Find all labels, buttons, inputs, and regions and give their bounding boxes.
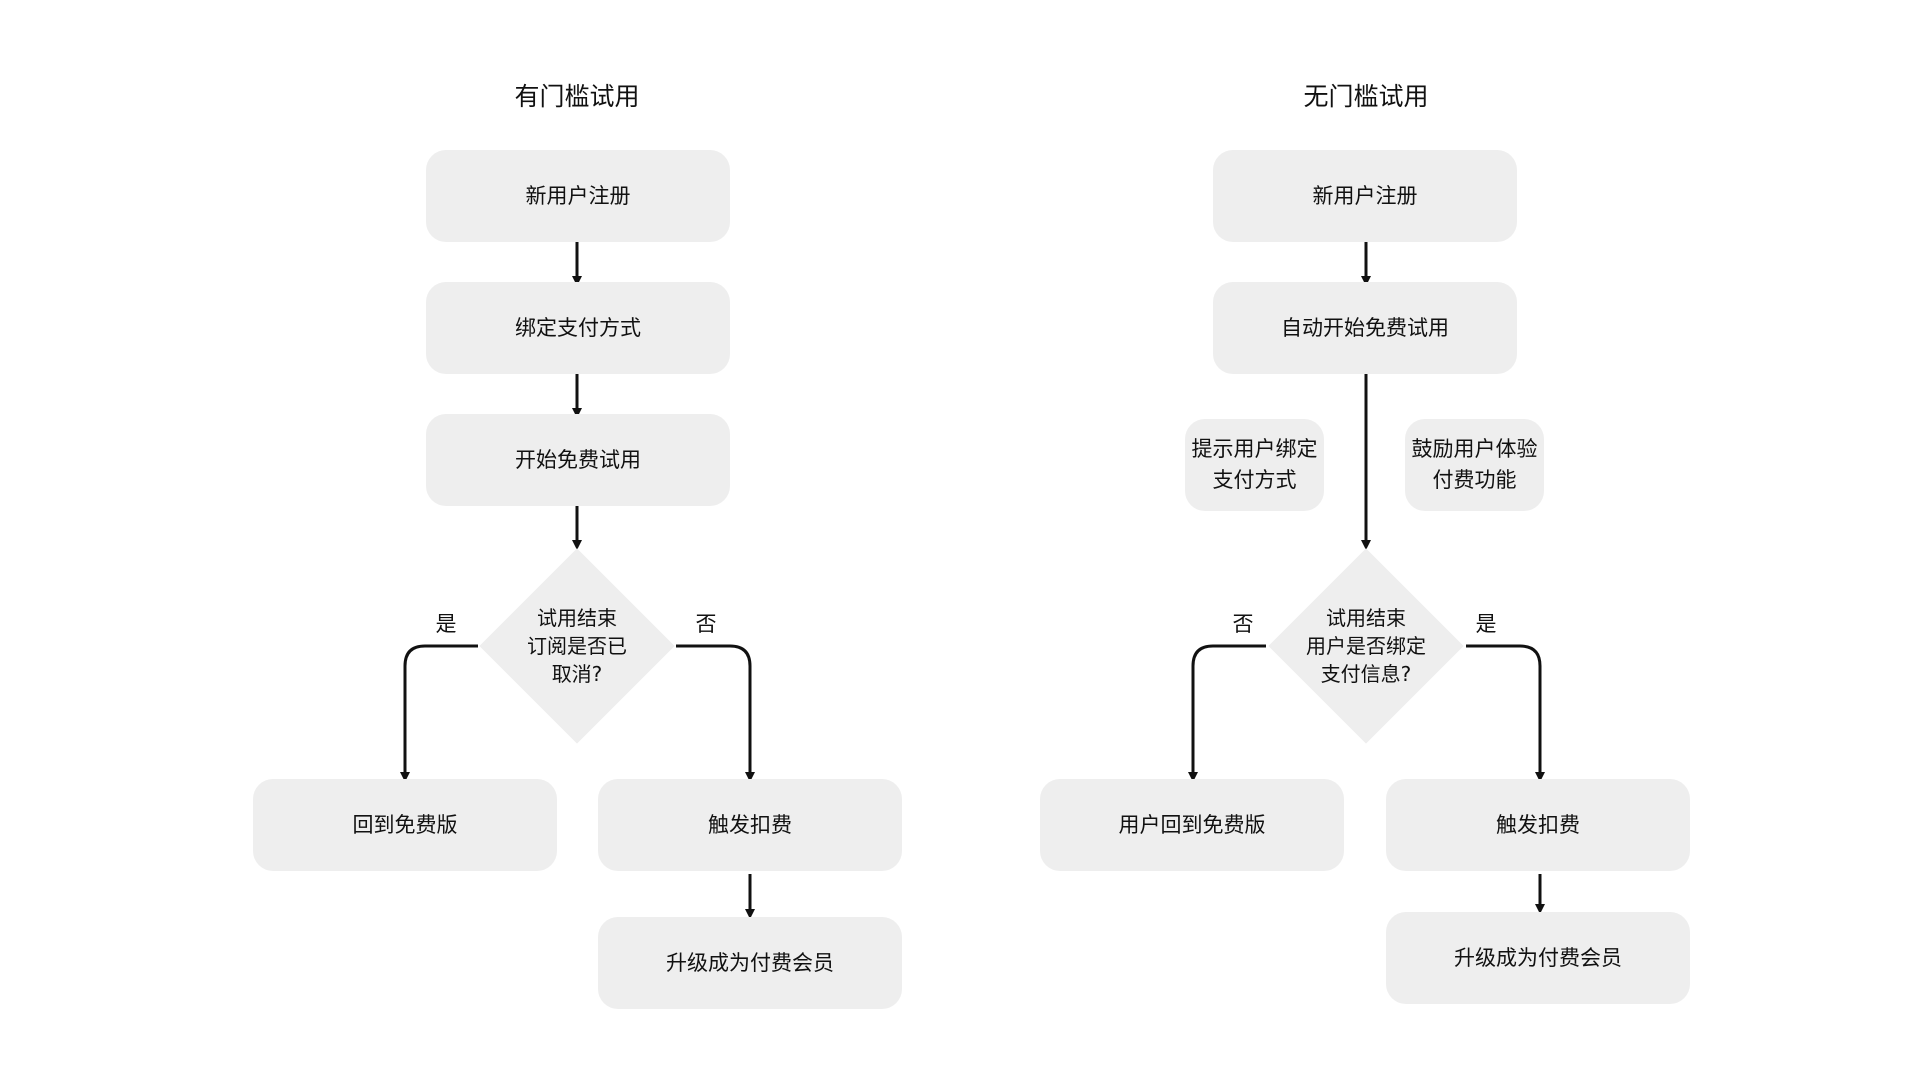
- right-decision-text: 试用结束 用户是否绑定 支付信息?: [1286, 586, 1446, 706]
- arrow-left-decision-yes: [400, 644, 478, 782]
- left-upgrade-step: 升级成为付费会员: [598, 917, 902, 1009]
- arrow-left-decision-no: [676, 644, 755, 782]
- left-bind-payment-step: 绑定支付方式: [426, 282, 730, 374]
- arrow-right-decision-no: [1188, 644, 1266, 782]
- left-flow-title: 有门槛试用: [514, 82, 640, 111]
- left-decision-line-1: 试用结束: [537, 606, 617, 630]
- right-side-note-right-line-1: 鼓励用户体验: [1411, 437, 1538, 461]
- left-no-label: 否: [695, 612, 717, 636]
- left-decision-line-3: 取消?: [551, 662, 603, 686]
- left-trigger-charge-step: 触发扣费: [598, 779, 902, 871]
- right-side-note-right-line-2: 付费功能: [1432, 468, 1517, 492]
- right-upgrade-step: 升级成为付费会员: [1386, 912, 1690, 1004]
- right-side-note-bind-payment: 提示用户绑定 支付方式: [1185, 419, 1324, 511]
- right-yes-label: 是: [1475, 612, 1497, 636]
- left-decision-line-2: 订阅是否已: [527, 634, 627, 658]
- right-side-note-experience: 鼓励用户体验 付费功能: [1405, 419, 1544, 511]
- right-decision-line-3: 支付信息?: [1320, 662, 1412, 686]
- arrow-right-decision-yes: [1466, 644, 1545, 782]
- left-decision-text: 试用结束 订阅是否已 取消?: [497, 586, 657, 706]
- right-decision-line-2: 用户是否绑定: [1306, 634, 1426, 658]
- left-register-step: 新用户注册: [426, 150, 730, 242]
- right-register-step: 新用户注册: [1213, 150, 1517, 242]
- left-start-trial-step: 开始免费试用: [426, 414, 730, 506]
- right-trigger-charge-step: 触发扣费: [1386, 779, 1690, 871]
- left-yes-label: 是: [435, 612, 457, 636]
- right-side-note-left-line-1: 提示用户绑定: [1191, 437, 1318, 461]
- right-auto-trial-step: 自动开始免费试用: [1213, 282, 1517, 374]
- right-no-label: 否: [1232, 612, 1254, 636]
- right-back-to-free-step: 用户回到免费版: [1040, 779, 1344, 871]
- left-back-to-free-step: 回到免费版: [253, 779, 557, 871]
- right-decision-line-1: 试用结束: [1326, 606, 1406, 630]
- right-side-note-left-line-2: 支付方式: [1212, 468, 1297, 492]
- right-flow-title: 无门槛试用: [1303, 82, 1429, 111]
